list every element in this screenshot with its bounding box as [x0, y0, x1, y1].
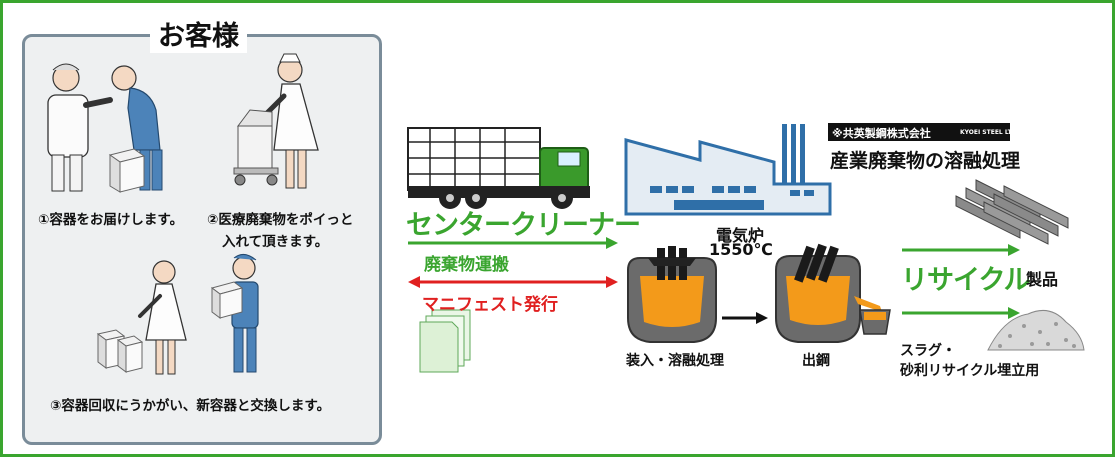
company-name: ※共英製鋼株式会社 [832, 127, 931, 140]
process-arrow [722, 312, 768, 324]
center-cleaner-label: センタークリーナー [406, 210, 641, 241]
furnace-charging [627, 246, 717, 343]
step2-illustration [233, 53, 319, 189]
steel-products [955, 179, 1069, 245]
tapping-label: 出鋼 [802, 353, 830, 369]
truck-illustration [407, 127, 590, 209]
step2-caption-line1: ②医療廃棄物をポイっと [207, 212, 354, 228]
company-logo-box [828, 123, 1010, 141]
transport-arrow [408, 237, 618, 249]
manifest-arrow [408, 276, 618, 288]
step2-caption-line2: 入れて頂きます。 [222, 234, 329, 250]
recycle-label: リサイクル [901, 265, 1031, 296]
step3-caption: ③容器回収にうかがい、新容器と交換します。 [50, 398, 331, 414]
slag-label-line1: スラグ・ [900, 343, 956, 359]
waste-transport-label: 廃棄物運搬 [424, 255, 509, 275]
charge-melt-label: 装入・溶融処理 [626, 353, 724, 369]
manifest-documents [419, 309, 471, 373]
recycle-arrows [902, 244, 1020, 319]
step3-illustration [96, 254, 259, 375]
furnace-temp: 1550℃ [709, 240, 773, 259]
step1-caption: ①容器をお届けします。 [38, 212, 184, 228]
panel-title: お客様 [150, 14, 247, 53]
manifest-label: マニフェスト発行 [422, 295, 558, 315]
factory-illustration [624, 124, 832, 216]
process-title: 産業廃棄物の溶融処理 [830, 150, 1021, 172]
products-label: 製品 [1026, 270, 1059, 289]
step1-illustration [47, 63, 163, 193]
company-name-en: KYOEI STEEL LTD [960, 129, 1017, 136]
furnace-label: 電気炉 [716, 226, 765, 245]
gravel-pile [987, 309, 1085, 351]
furnace-tapping [775, 243, 891, 343]
slag-label-line2: 砂利リサイクル埋立用 [900, 363, 1040, 379]
